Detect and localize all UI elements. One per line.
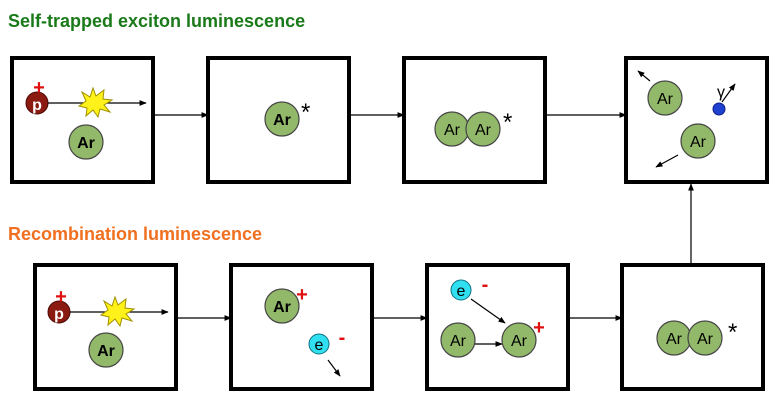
argon-label: Ar [697, 331, 714, 348]
argon-label: Ar [97, 343, 115, 360]
argon-atom-2 [680, 123, 716, 159]
title-recombination-luminescence: Recombination luminescence [8, 224, 263, 244]
recoil-arrow-1 [637, 70, 651, 82]
argon-label: Ar [450, 333, 467, 350]
electron-charge-minus: - [482, 274, 489, 296]
excimer-star: * [503, 109, 512, 136]
photon-arrow [721, 83, 736, 103]
argon-label: Ar [273, 299, 291, 316]
electron-charge-minus: - [339, 327, 346, 349]
argon-atom [88, 332, 124, 368]
excited-state-star: * [301, 99, 310, 126]
photon-particle [712, 102, 726, 116]
argon-label: Ar [657, 91, 674, 108]
electron-label: e [457, 283, 466, 300]
electron-label: e [315, 337, 324, 354]
argon-atom-1 [647, 80, 683, 116]
electron-escape-arrow [327, 359, 341, 377]
ion-charge-plus: + [533, 317, 545, 339]
argon-label: Ar [511, 333, 528, 350]
ion-charge-plus: + [296, 284, 308, 306]
proton-label: p [54, 306, 64, 323]
collision-flash-icon [77, 86, 114, 119]
recoil-arrow-2 [655, 154, 679, 168]
argon-ion [264, 288, 300, 324]
stage-box-4-photon-emission [624, 56, 769, 184]
argon-atom [440, 322, 476, 358]
argon-atom [68, 124, 104, 160]
stage-box-6-ionization [229, 263, 374, 391]
collision-flash-icon [99, 295, 136, 328]
electron-capture-arrow [470, 298, 506, 324]
argon-atom-2 [687, 320, 723, 356]
excited-argon-atom [264, 101, 300, 137]
electron-particle [308, 333, 330, 355]
proton-charge-plus: + [33, 77, 45, 99]
argon-label: Ar [77, 135, 95, 152]
argon-label: Ar [475, 122, 492, 139]
argon-ion [501, 322, 537, 358]
argon-label: Ar [690, 134, 707, 151]
proton-charge-plus: + [55, 286, 67, 308]
title-self-trapped-exciton-luminescence: Self-trapped exciton luminescence [8, 11, 306, 31]
excimer-star: * [728, 319, 737, 346]
argon-atom-2 [465, 111, 501, 147]
argon-label: Ar [444, 122, 461, 139]
stage-box-1-proton-impact [10, 56, 155, 184]
argon-label: Ar [273, 112, 291, 129]
stage-box-2-excited-argon [206, 56, 351, 184]
argon-label: Ar [666, 331, 683, 348]
proton-label: p [32, 97, 42, 114]
electron-particle [450, 279, 472, 301]
photon-gamma-label: γ [717, 84, 725, 101]
stage-box-5-proton-impact [33, 263, 178, 391]
